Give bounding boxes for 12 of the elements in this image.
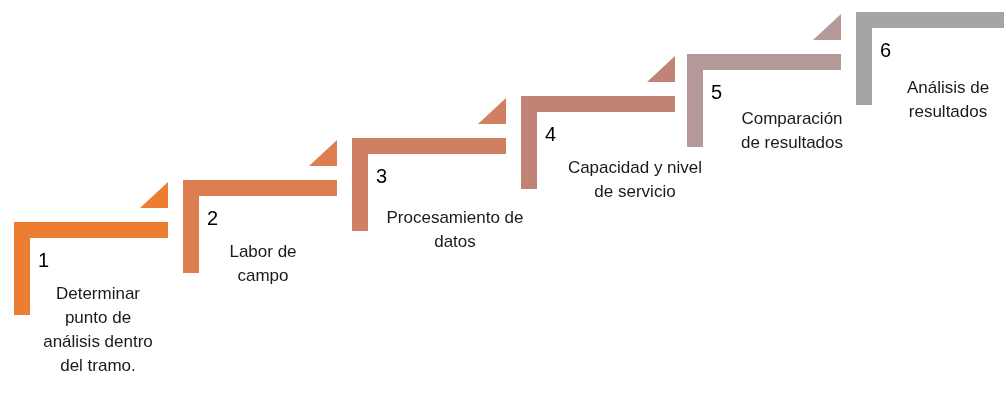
step-number: 2 [207, 208, 219, 228]
step-number: 3 [376, 166, 388, 186]
step-number: 6 [880, 40, 892, 60]
step-description: Determinar punto de análisis dentro del tramo. [42, 283, 154, 377]
step-number: 5 [711, 82, 723, 102]
step-number: 4 [545, 124, 557, 144]
step-number: 1 [38, 250, 50, 270]
step-description: Labor de campo [228, 241, 298, 287]
step-description: Procesamiento de datos [385, 207, 525, 253]
step-description: Capacidad y nivel de servicio [566, 157, 704, 203]
step-description: Análisis de resultados [905, 77, 991, 123]
step-description: Comparación de resultados [739, 108, 845, 154]
